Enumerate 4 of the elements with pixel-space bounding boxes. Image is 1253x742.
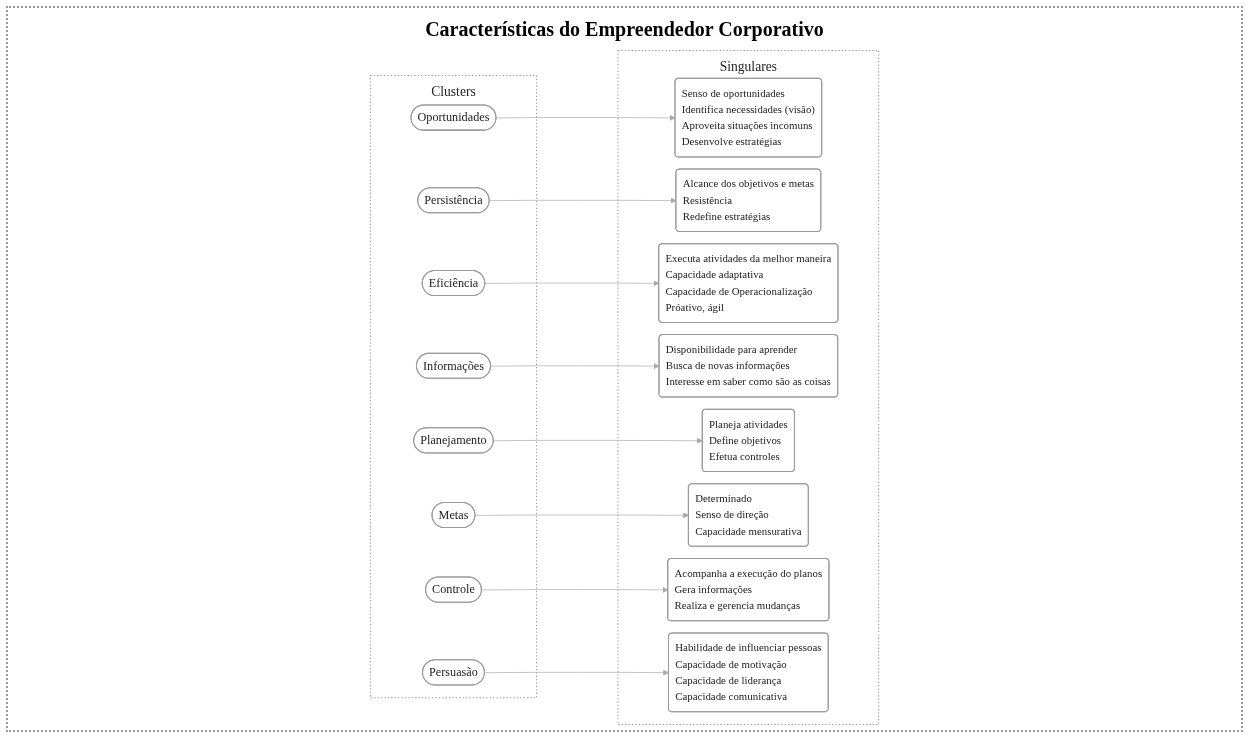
- cluster: [369, 75, 538, 699]
- title: Características do Empreendedor Corporativo: [425, 18, 824, 41]
- flowchart: Singulares Clusters Oportunidades Persistência Eficiência Informações Planejamento Metas Controle Persuasão Senso de oportunidades Identifica necessidades (visão) Aproveita situações incomuns Desenvolve estratégias Alcance dos objetivos e metas Resistência Redefine estratégias Executa atividades da melhor maneira Capacidade adaptativa Capacidade de Operacionalização Próativo, ágil Disponibilidade para aprender Busca de novas informações Interesse em saber como são as coisas Planeja atividades Define objetivos Efetua controles Determinado Senso de direção Capacidade mensurativa Acompanha a execução do planos Gera informações Realiza e gerencia mudanças Habilidade de influenciar pessoas Capacidade de motivação Capacidade de liderança Capacidade comunicativa: [8, 45, 1241, 730]
- cluster: [617, 49, 880, 726]
